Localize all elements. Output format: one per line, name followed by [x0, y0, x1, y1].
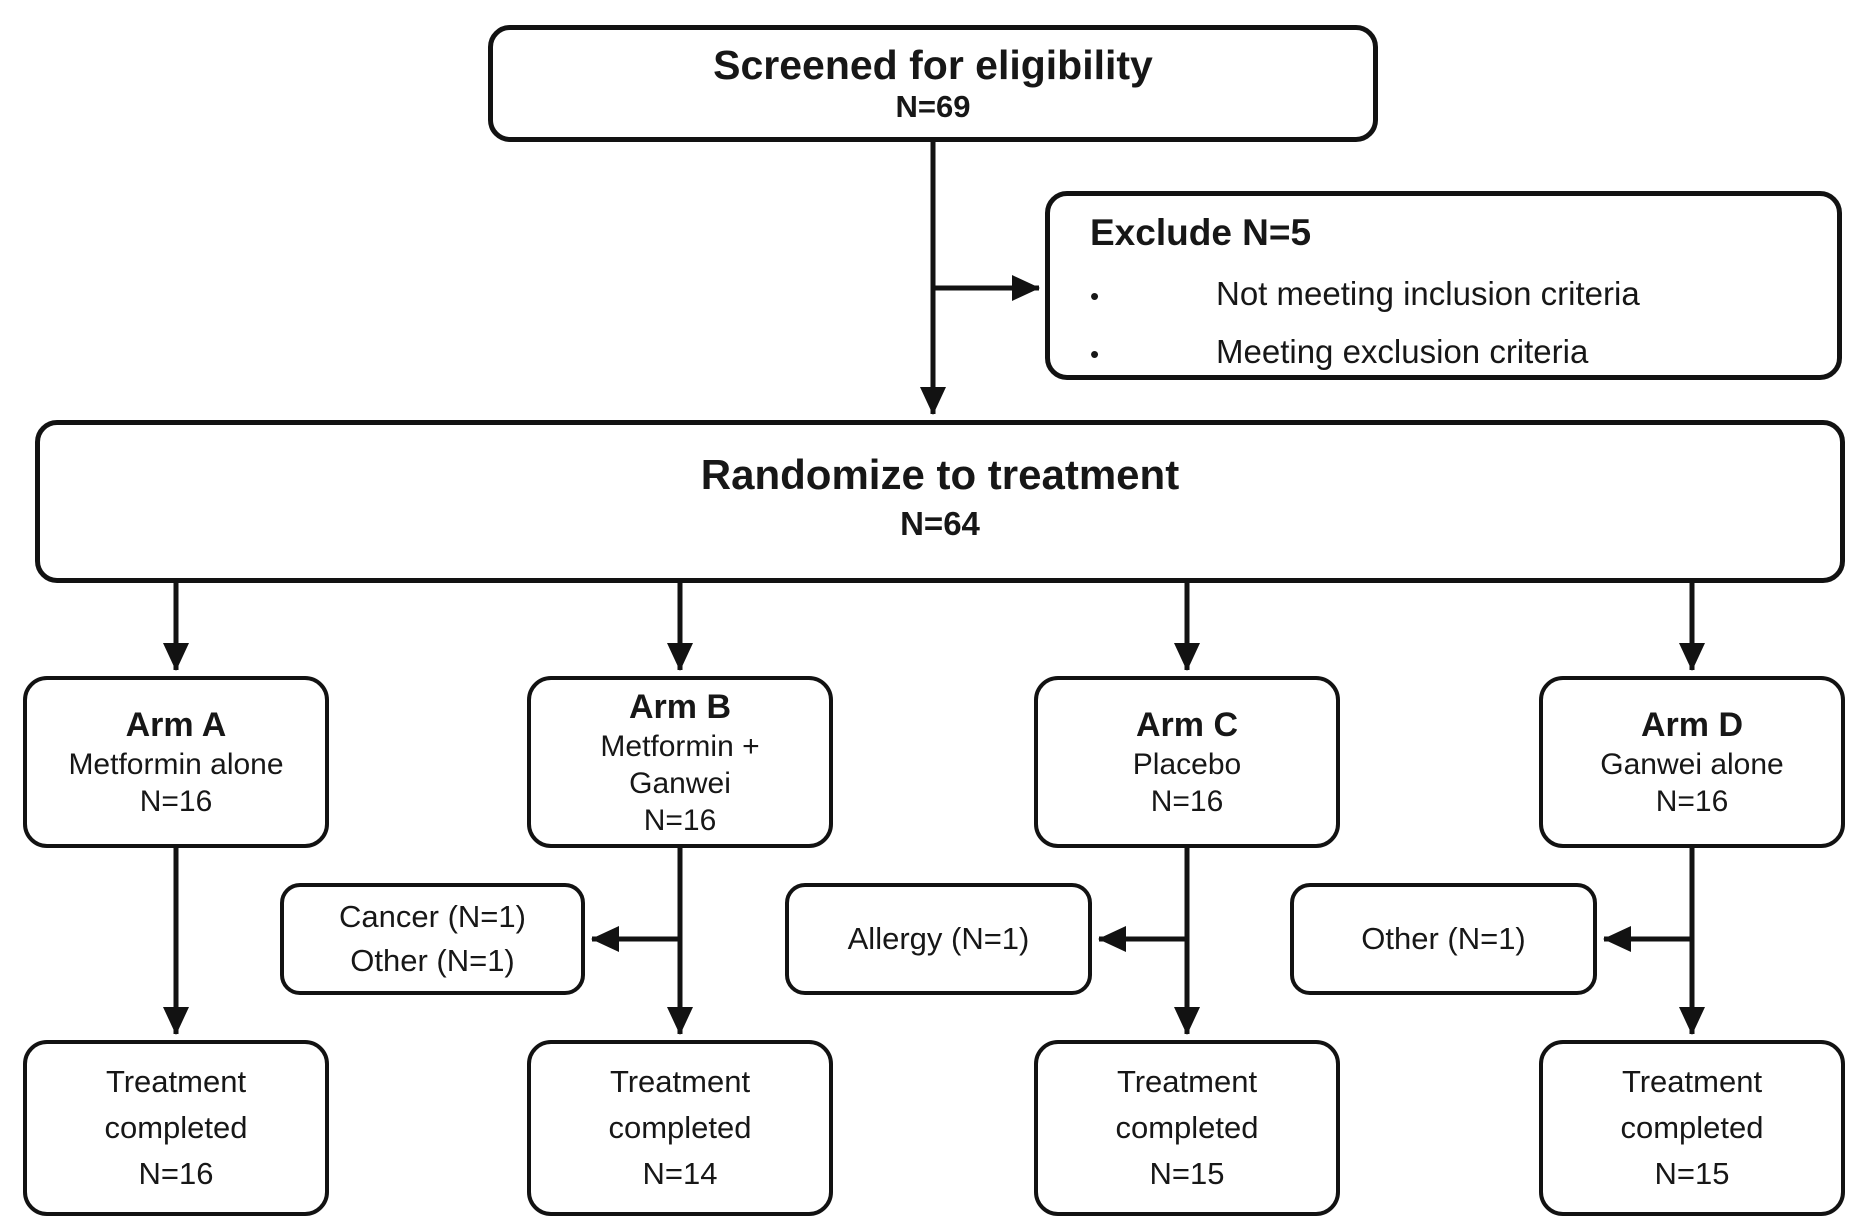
screened-title: Screened for eligibility [713, 41, 1153, 88]
exclude-title: Exclude N=5 [1090, 212, 1312, 253]
arm-d-desc: Ganwei alone [1600, 748, 1784, 781]
arm-b-title: Arm B [628, 687, 732, 726]
arm-c-box: Arm C Placebo N=16 [1034, 676, 1340, 848]
bullet-icon: • [1090, 281, 1100, 311]
screened-n: N=69 [895, 88, 971, 124]
connector-arm-d-to-completed [1603, 848, 1705, 1035]
completed-c-box: Treatment completed N=15 [1034, 1040, 1340, 1216]
screened-box: Screened for eligibility N=69 [488, 25, 1378, 142]
exclude-bullet-2: • Meeting exclusion criteria [1090, 324, 1588, 382]
exclude-bullet-1: • Not meeting inclusion criteria [1090, 266, 1640, 324]
bullet-icon: • [1090, 339, 1100, 369]
arm-b-desc-2: Ganwei [629, 766, 731, 800]
arm-c-n: N=16 [1150, 785, 1224, 818]
exclude-bullet-2-text: Meeting exclusion criteria [1216, 333, 1589, 370]
completed-c-n: N=15 [1149, 1156, 1225, 1191]
arm-c-dropout-box: Allergy (N=1) [785, 883, 1092, 995]
completed-b-box: Treatment completed N=14 [527, 1040, 833, 1216]
randomize-title: Randomize to treatment [700, 450, 1180, 498]
completed-a-line-2: completed [104, 1110, 248, 1145]
arm-d-dropout-1: Other (N=1) [1361, 921, 1526, 956]
completed-d-n: N=15 [1654, 1156, 1730, 1191]
arm-a-title: Arm A [125, 706, 227, 744]
completed-a-box: Treatment completed N=16 [23, 1040, 329, 1216]
arm-c-dropout-1: Allergy (N=1) [847, 921, 1030, 956]
completed-d-box: Treatment completed N=15 [1539, 1040, 1845, 1216]
arm-a-desc: Metformin alone [68, 748, 284, 781]
arm-c-title: Arm C [1135, 706, 1239, 744]
randomize-box: Randomize to treatment N=64 [35, 420, 1845, 583]
completed-b-n: N=14 [642, 1156, 718, 1191]
arm-b-dropout-1: Cancer (N=1) [339, 899, 526, 934]
exclude-bullet-1-text: Not meeting inclusion criteria [1216, 275, 1640, 312]
arm-d-box: Arm D Ganwei alone N=16 [1539, 676, 1845, 848]
arm-b-dropout-2: Other (N=1) [350, 943, 515, 978]
arm-b-n: N=16 [643, 803, 717, 837]
arm-c-desc: Placebo [1132, 748, 1242, 781]
arm-d-title: Arm D [1640, 706, 1744, 744]
arm-b-dropout-box: Cancer (N=1) Other (N=1) [280, 883, 585, 995]
completed-c-line-2: completed [1115, 1110, 1259, 1145]
completed-d-line-1: Treatment [1621, 1064, 1763, 1099]
randomize-n: N=64 [900, 504, 980, 542]
connector-arm-c-to-completed [1098, 848, 1200, 1035]
arm-a-n: N=16 [139, 785, 213, 818]
completed-a-line-1: Treatment [105, 1064, 247, 1099]
arm-d-n: N=16 [1655, 785, 1729, 818]
connector-arm-b-to-completed [591, 848, 693, 1035]
completed-a-n: N=16 [138, 1156, 214, 1191]
arm-b-box: Arm B Metformin + Ganwei N=16 [527, 676, 833, 848]
arm-d-dropout-box: Other (N=1) [1290, 883, 1597, 995]
arm-a-box: Arm A Metformin alone N=16 [23, 676, 329, 848]
completed-d-line-2: completed [1620, 1110, 1764, 1145]
arm-b-desc-1: Metformin + [600, 729, 760, 763]
completed-c-line-1: Treatment [1116, 1064, 1258, 1099]
exclude-box: Exclude N=5 • Not meeting inclusion crit… [1045, 191, 1842, 380]
completed-b-line-2: completed [608, 1110, 752, 1145]
completed-b-line-1: Treatment [609, 1064, 751, 1099]
